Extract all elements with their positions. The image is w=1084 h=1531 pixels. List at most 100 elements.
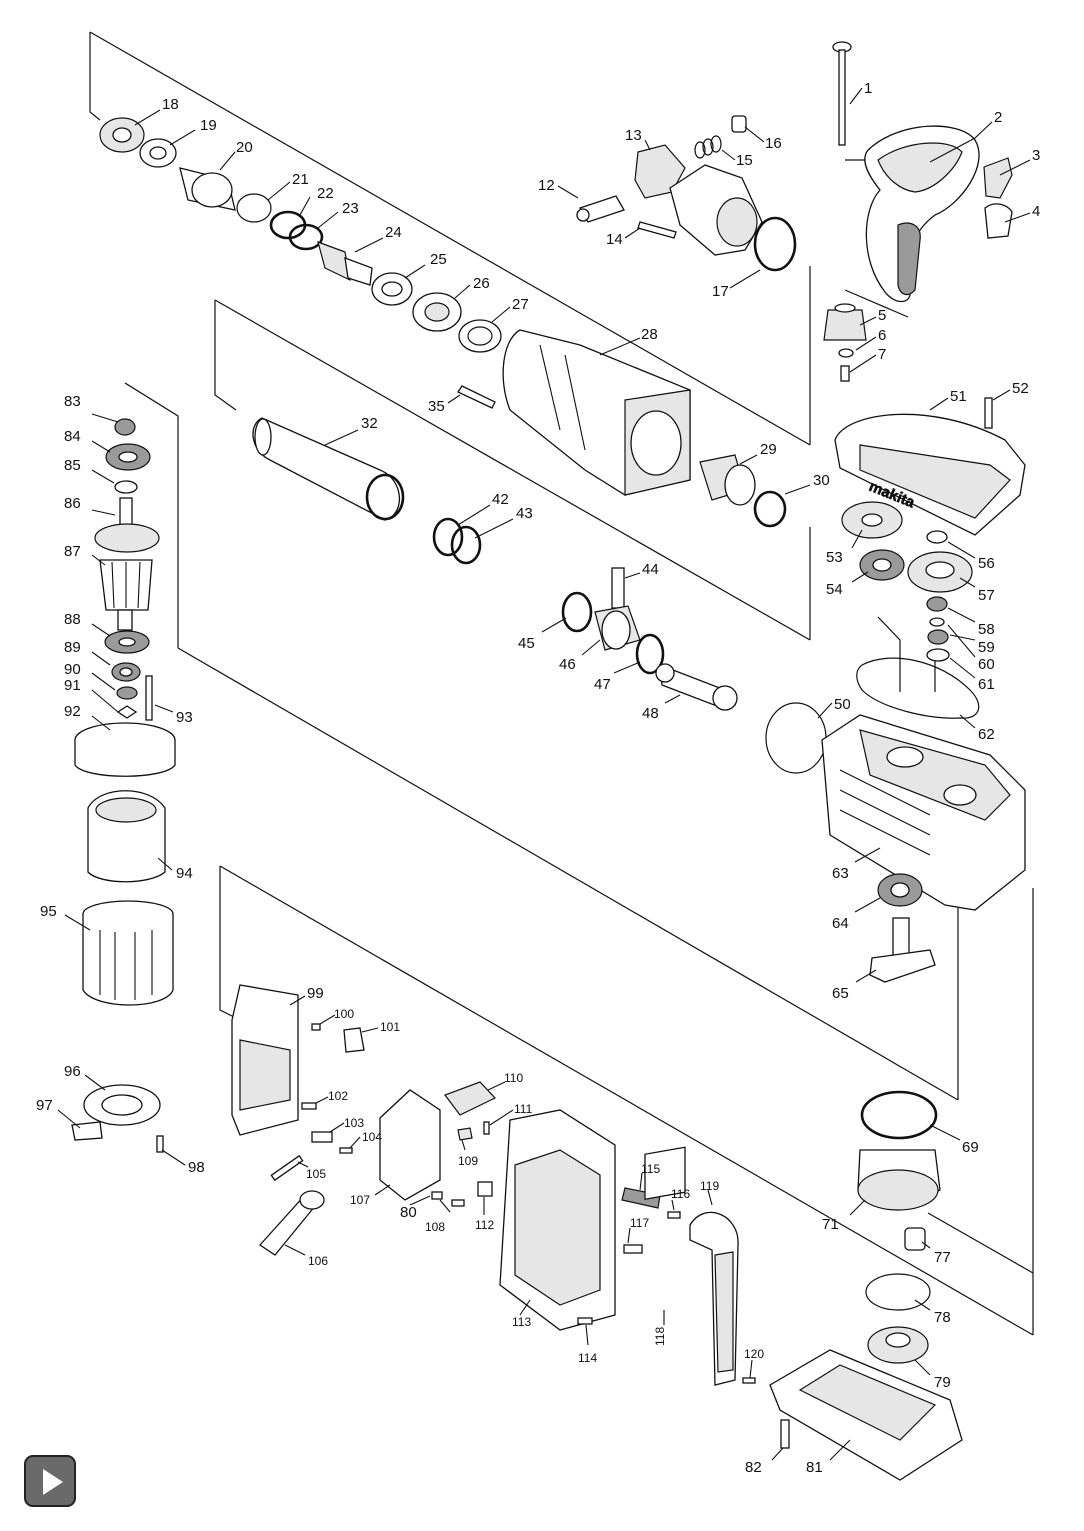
part-number-label: 54	[826, 581, 843, 598]
part-105-rod	[270, 1154, 304, 1182]
part-number-label: 108	[425, 1220, 445, 1234]
part-89-bearing	[111, 662, 141, 682]
part-94-stator	[87, 790, 166, 883]
part-number-label: 93	[176, 709, 193, 726]
part-54-bearing	[859, 549, 905, 581]
part-18-bearing	[99, 117, 145, 153]
part-number-label: 57	[978, 587, 995, 604]
part-number-label: 111	[514, 1102, 533, 1116]
part-108-screw	[451, 1199, 465, 1207]
part-number-label: 63	[832, 865, 849, 882]
part-number-label: 81	[806, 1459, 823, 1476]
part-number-label: 69	[962, 1139, 979, 1156]
part-number-label: 86	[64, 495, 81, 512]
part-number-label: 20	[236, 139, 253, 156]
part-64-bearing	[877, 873, 923, 907]
part-35-screw	[457, 385, 496, 409]
part-number-label: 3	[1032, 147, 1040, 164]
part-14-screw	[637, 221, 677, 239]
part-27-seal	[458, 319, 502, 353]
part-number-label: 44	[642, 561, 659, 578]
part-92-baffle	[74, 722, 176, 777]
part-number-label: 83	[64, 393, 81, 410]
part-28-barrel	[502, 329, 691, 496]
part-78-gasket	[865, 1273, 931, 1311]
part-number-label: 105	[306, 1167, 326, 1181]
part-number-label: 89	[64, 639, 81, 656]
part-20-sleeve	[179, 167, 236, 211]
part-46-piston	[594, 605, 641, 651]
part-number-label: 61	[978, 676, 995, 693]
part-42-ring	[432, 517, 464, 557]
part-number-label: 18	[162, 96, 179, 113]
part-114-screw	[577, 1317, 593, 1325]
part-number-label: 102	[328, 1089, 348, 1103]
part-number-label: 30	[813, 472, 830, 489]
part-number-label: 119	[700, 1179, 719, 1193]
part-number-label: 64	[832, 915, 849, 932]
part-47-ring	[635, 633, 665, 675]
part-77	[904, 1227, 926, 1251]
part-number-label: 85	[64, 457, 81, 474]
part-110	[444, 1081, 496, 1116]
part-100-screw	[311, 1023, 321, 1031]
part-57-gear	[907, 551, 973, 593]
part-number-label: 104	[362, 1130, 382, 1144]
part-44-pin	[611, 567, 625, 609]
part-81-base	[769, 1349, 963, 1481]
part-112	[477, 1181, 493, 1197]
part-32-cylinder	[252, 417, 405, 521]
part-shapes: makita	[71, 41, 1026, 1481]
part-15-spring	[694, 135, 722, 159]
part-number-label: 91	[64, 677, 81, 694]
part-5-gear	[823, 303, 867, 341]
part-19-washer	[139, 138, 177, 168]
part-69-o-ring	[860, 1090, 938, 1140]
part-number-label: 47	[594, 676, 611, 693]
part-number-label: 45	[518, 635, 535, 652]
play-button[interactable]	[24, 1455, 76, 1507]
part-88-bearing	[104, 630, 150, 654]
part-number-label: 56	[978, 555, 995, 572]
part-102-screw	[301, 1102, 317, 1110]
part-12-pin	[576, 195, 625, 223]
part-59	[927, 629, 949, 645]
part-56-washer	[926, 530, 948, 544]
part-number-label: 84	[64, 428, 81, 445]
part-number-label: 21	[292, 171, 309, 188]
part-93-screw	[145, 675, 153, 721]
part-number-label: 35	[428, 398, 445, 415]
part-number-label: 118	[653, 1327, 667, 1346]
part-number-label: 77	[934, 1249, 951, 1266]
part-number-label: 117	[630, 1216, 649, 1230]
part-number-label: 100	[334, 1007, 354, 1021]
part-107-switch-unit	[379, 1089, 441, 1201]
part-number-label: 109	[458, 1154, 478, 1168]
part-number-label: 22	[317, 185, 334, 202]
part-104-screw	[339, 1147, 353, 1154]
part-number-label: 48	[642, 705, 659, 722]
part-116-screw	[667, 1211, 681, 1219]
part-number-label: 71	[822, 1216, 839, 1233]
part-97	[71, 1121, 103, 1141]
part-number-label: 19	[200, 117, 217, 134]
part-number-label: 32	[361, 415, 378, 432]
part-number-label: 116	[671, 1187, 690, 1201]
leader-lines	[57, 87, 1031, 1461]
part-58	[926, 596, 948, 612]
part-80-screw	[431, 1191, 443, 1200]
part-71-assembly	[857, 1149, 941, 1211]
part-96-brush-holder	[83, 1084, 161, 1126]
part-number-label: 7	[878, 346, 886, 363]
part-number-label: 26	[473, 275, 490, 292]
part-119-grip	[689, 1211, 739, 1386]
part-3	[983, 157, 1013, 199]
part-number-label: 62	[978, 726, 995, 743]
part-number-label: 98	[188, 1159, 205, 1176]
part-number-label: 107	[350, 1193, 370, 1207]
part-number-label: 12	[538, 177, 555, 194]
part-85-washer	[114, 480, 138, 494]
part-number-label: 6	[878, 327, 886, 344]
part-83	[114, 418, 136, 436]
part-number-label: 23	[342, 200, 359, 217]
